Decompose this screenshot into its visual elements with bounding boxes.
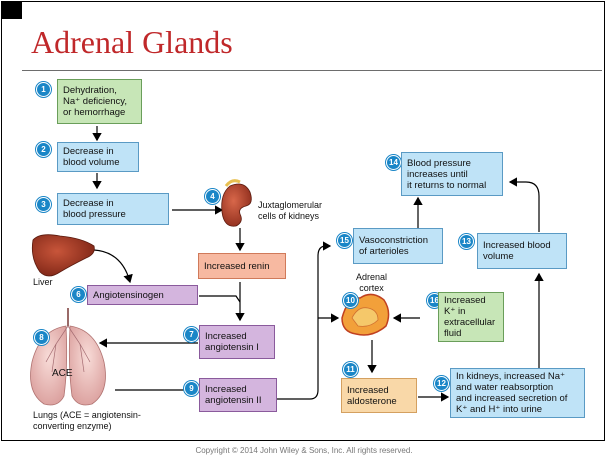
step-10-marker: 10	[343, 293, 358, 308]
box-angiotensinogen-text: Angiotensinogen	[93, 290, 164, 301]
box-dehydration: Dehydration, Na⁺ deficiency, or hemorrha…	[57, 79, 142, 124]
box-decrease-blood-pressure-line-1: Decrease in	[63, 198, 126, 209]
box-vasoconstriction-line-2: of arterioles	[359, 246, 428, 257]
step-14-marker: 14	[386, 155, 401, 170]
box-decrease-blood-volume-line-1: Decrease in	[63, 146, 120, 157]
box-increased-aldosterone: Increased aldosterone	[341, 378, 417, 413]
box-increased-renin-text: Increased renin	[204, 261, 269, 272]
adrenal-cortex-label-line-2: cortex	[356, 283, 387, 294]
ace-label: ACE	[52, 368, 73, 379]
box-increased-angiotensin-1-line-1: Increased	[205, 331, 259, 342]
box-vasoconstriction-line-1: Vasoconstriction	[359, 235, 428, 246]
box-increased-k-line-2: K⁺ in	[444, 306, 495, 317]
box-increased-k-extracellular: Increased K⁺ in extracellular fluid	[438, 292, 504, 342]
step-8-marker: 8	[34, 330, 49, 345]
step-3-marker: 3	[36, 197, 51, 212]
step-1-marker: 1	[36, 82, 51, 97]
box-dehydration-line-1: Dehydration,	[63, 85, 127, 96]
box-increased-aldosterone-line-1: Increased	[347, 385, 397, 396]
kidney-illustration	[222, 184, 252, 226]
adrenal-cortex-label-line-1: Adrenal	[356, 272, 387, 283]
box-dehydration-line-2: Na⁺ deficiency,	[63, 96, 127, 107]
juxtaglomerular-label-line-2: cells of kidneys	[258, 211, 322, 222]
liver-illustration	[32, 235, 94, 276]
lungs-label: Lungs (ACE = angiotensin- converting enz…	[33, 410, 141, 432]
box-increased-angiotensin-1-line-2: angiotensin I	[205, 342, 259, 353]
box-decrease-blood-volume-line-2: blood volume	[63, 157, 120, 168]
box-kidneys-reabsorption-line-3: and increased secretion of	[456, 393, 567, 404]
step-6-marker: 6	[71, 287, 86, 302]
arrow-13-14	[510, 182, 539, 232]
step-4-marker: 4	[205, 189, 220, 204]
adrenal-cortex-label: Adrenal cortex	[356, 272, 387, 294]
step-15-marker: 15	[337, 233, 352, 248]
box-vasoconstriction: Vasoconstriction of arterioles	[353, 228, 443, 264]
box-increased-k-line-3: extracellular	[444, 317, 495, 328]
juxtaglomerular-label-line-1: Juxtaglomerular	[258, 200, 322, 211]
box-increased-k-line-4: fluid	[444, 328, 495, 339]
box-angiotensinogen: Angiotensinogen	[87, 285, 198, 305]
box-increased-aldosterone-line-2: aldosterone	[347, 396, 397, 407]
box-increased-renin: Increased renin	[198, 253, 286, 279]
box-kidneys-reabsorption-line-1: In kidneys, increased Na⁺	[456, 371, 567, 382]
box-increased-k-line-1: Increased	[444, 295, 495, 306]
box-dehydration-line-3: or hemorrhage	[63, 107, 127, 118]
box-increased-angiotensin-2-line-2: angiotensin II	[205, 395, 262, 406]
step-7-marker: 7	[184, 327, 199, 342]
juxtaglomerular-label: Juxtaglomerular cells of kidneys	[258, 200, 322, 222]
step-13-marker: 13	[459, 234, 474, 249]
box-increased-angiotensin-2-line-1: Increased	[205, 384, 262, 395]
box-kidneys-reabsorption-line-4: K⁺ and H⁺ into urine	[456, 404, 567, 415]
box-blood-pressure-increases-line-2: increases until	[407, 169, 486, 180]
step-12-marker: 12	[434, 376, 449, 391]
box-blood-pressure-increases-line-1: Blood pressure	[407, 158, 486, 169]
step-9-marker: 9	[184, 381, 199, 396]
copyright-notice: Copyright © 2014 John Wiley & Sons, Inc.…	[0, 446, 608, 455]
lungs-label-line-1: Lungs (ACE = angiotensin-	[33, 410, 141, 421]
box-increased-blood-volume-line-1: Increased blood	[483, 240, 551, 251]
box-increased-blood-volume-line-2: volume	[483, 251, 551, 262]
box-kidneys-reabsorption-line-2: and water reabsorption	[456, 382, 567, 393]
step-2-marker: 2	[36, 142, 51, 157]
liver-label: Liver	[33, 277, 53, 288]
step-11-marker: 11	[343, 362, 358, 377]
box-increased-angiotensin-1: Increased angiotensin I	[199, 325, 275, 359]
box-decrease-blood-pressure: Decrease in blood pressure	[57, 193, 169, 225]
lungs-label-line-2: converting enzyme)	[33, 421, 141, 432]
box-decrease-blood-pressure-line-2: blood pressure	[63, 209, 126, 220]
arrow-6-merge	[199, 296, 240, 302]
box-decrease-blood-volume: Decrease in blood volume	[57, 142, 139, 172]
box-increased-angiotensin-2: Increased angiotensin II	[199, 378, 277, 412]
box-blood-pressure-increases: Blood pressure increases until it return…	[401, 152, 503, 196]
box-blood-pressure-increases-line-3: it returns to normal	[407, 180, 486, 191]
box-increased-blood-volume: Increased blood volume	[477, 233, 567, 269]
right-lung	[69, 326, 105, 405]
box-kidneys-reabsorption: In kidneys, increased Na⁺ and water reab…	[450, 368, 585, 418]
arrow-liver-6	[94, 250, 130, 282]
